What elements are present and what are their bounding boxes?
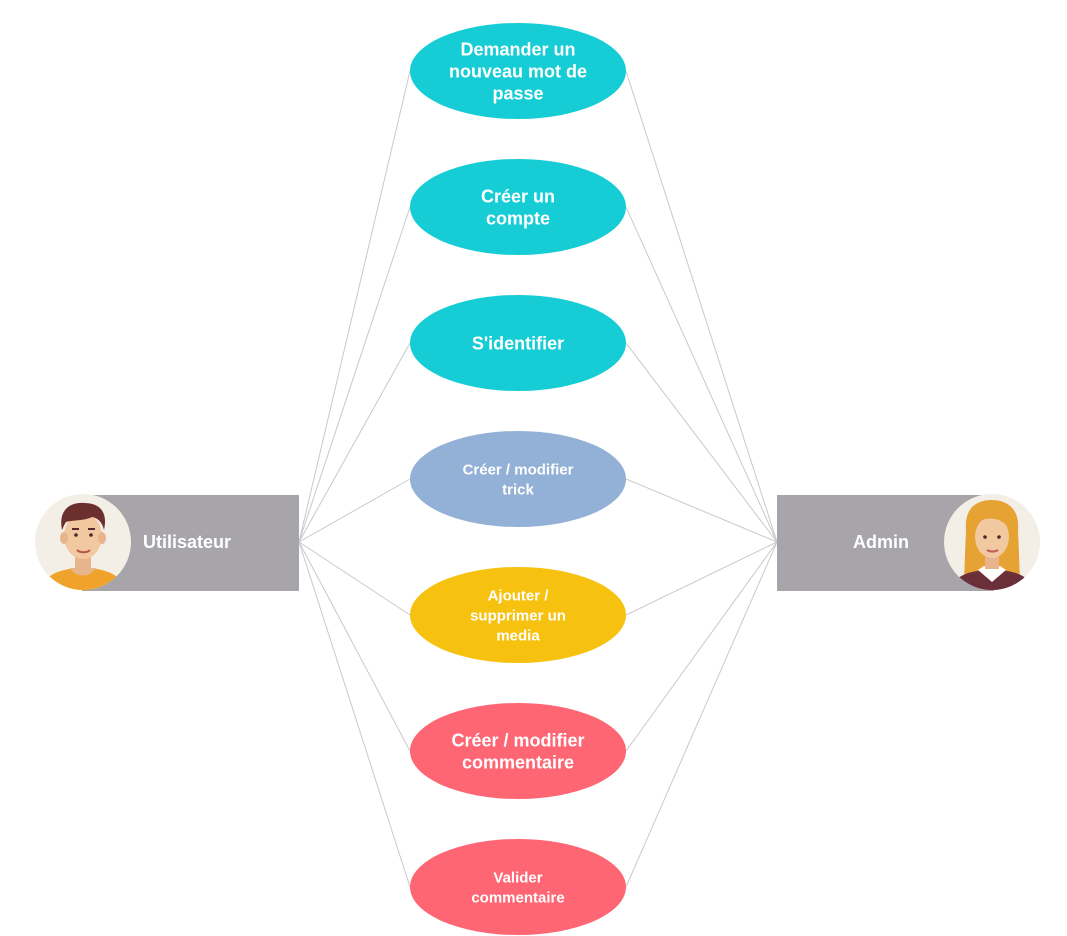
connector-user-edit-trick xyxy=(298,478,411,543)
use-case-shape xyxy=(410,703,626,799)
use-case-edit-trick[interactable]: Créer / modifier trick xyxy=(410,431,626,527)
connector-user-edit-media xyxy=(298,541,411,616)
use-case-shape xyxy=(410,567,626,663)
use-case-label: Créer un xyxy=(481,186,555,206)
use-case-label: commentaire xyxy=(462,752,574,772)
use-case-label: S'identifier xyxy=(472,333,564,353)
connector-user-create-account xyxy=(298,206,411,543)
connector-admin-edit-trick xyxy=(625,478,778,543)
use-case-label: Ajouter / xyxy=(488,587,550,604)
female-avatar-icon xyxy=(944,494,1040,590)
use-case-shape xyxy=(410,23,626,119)
use-case-edit-media[interactable]: Ajouter / supprimer un media xyxy=(410,567,626,663)
actor-user-label: Utilisateur xyxy=(143,532,231,552)
use-case-label: Créer / modifier xyxy=(451,730,584,750)
actor-admin-label: Admin xyxy=(853,532,909,552)
connector-lines xyxy=(298,70,778,888)
connector-user-validate-comment xyxy=(298,541,411,888)
connector-user-login xyxy=(298,342,411,543)
actor-admin[interactable]: Admin xyxy=(777,494,1040,595)
connector-admin-new-password xyxy=(625,70,778,543)
use-case-login[interactable]: S'identifier xyxy=(410,295,626,391)
use-case-shape xyxy=(410,839,626,935)
use-case-label: compte xyxy=(486,208,550,228)
use-case-label: trick xyxy=(502,481,534,498)
use-case-label: nouveau mot de xyxy=(449,61,587,81)
use-case-label: Demander un xyxy=(460,39,575,59)
connector-user-new-password xyxy=(298,70,411,543)
use-case-label: media xyxy=(496,627,540,644)
actor-user[interactable]: Utilisateur xyxy=(35,494,299,595)
connector-admin-edit-comment xyxy=(625,541,778,752)
use-case-label: Créer / modifier xyxy=(463,461,574,478)
connector-admin-edit-media xyxy=(625,541,778,616)
connector-admin-create-account xyxy=(625,206,778,543)
use-case-label: commentaire xyxy=(471,889,564,906)
use-case-shape xyxy=(410,159,626,255)
use-case-label: Valider xyxy=(493,869,542,886)
connector-admin-validate-comment xyxy=(625,541,778,888)
use-case-label: passe xyxy=(492,83,543,103)
use-case-label: supprimer un xyxy=(470,607,566,624)
connector-user-edit-comment xyxy=(298,541,411,752)
connector-admin-login xyxy=(625,342,778,543)
use-case-validate-comment[interactable]: Valider commentaire xyxy=(410,839,626,935)
use-case-shape xyxy=(410,431,626,527)
use-case-shape xyxy=(410,295,626,391)
